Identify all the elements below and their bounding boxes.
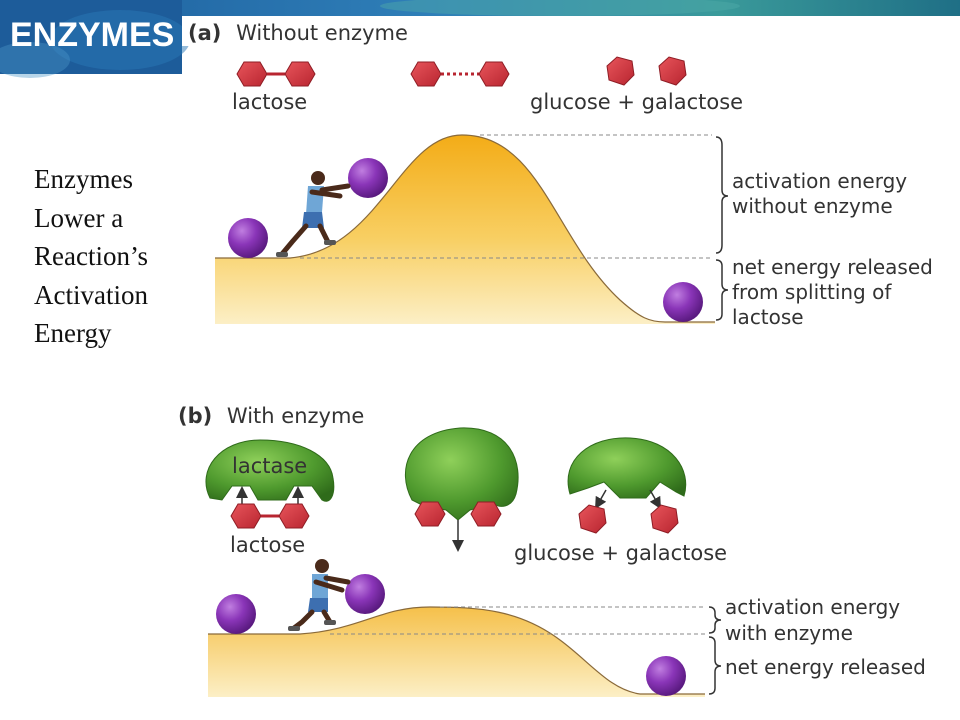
panel-b-heading: With enzyme <box>227 404 364 428</box>
net-energy-brace-b <box>708 636 722 695</box>
ball-icon <box>216 594 256 634</box>
hexagon-icon <box>278 503 310 529</box>
runner-icon <box>288 559 351 631</box>
enzyme-blob-icon <box>404 427 519 521</box>
panel-b-activation-label: activation energy with enzyme <box>725 595 906 645</box>
hexagon-icon <box>658 56 687 86</box>
net-energy-brace-a <box>715 259 729 321</box>
panel-a-activation-label: activation energy without enzyme <box>732 169 913 218</box>
side-title-line: Enzymes <box>34 164 133 194</box>
runner-icon <box>276 171 351 257</box>
panel-a-heading: Without enzyme <box>236 21 408 45</box>
svg-text:(b) With enzyme: (b) With enzyme <box>178 404 364 428</box>
panel-b-reactant-label: lactose <box>230 533 305 557</box>
panel-b-product-label: glucose + galactose <box>514 541 727 565</box>
hexagon-icon <box>284 61 316 87</box>
panel-b-net-energy-label: net energy released <box>725 655 926 679</box>
panel-a: (a) Without enzyme lactose glucose + gal… <box>182 16 939 329</box>
hexagon-icon <box>470 501 502 527</box>
panel-b-enzyme-label: lactase <box>232 454 307 478</box>
lactose-molecule <box>236 61 316 87</box>
side-title-line: Reaction’s <box>34 241 148 271</box>
hexagon-icon <box>410 61 442 87</box>
banner-title: ENZYMES <box>10 16 174 54</box>
energy-curve-a <box>215 135 715 324</box>
svg-text:(a) Without enzyme: (a) Without enzyme <box>188 21 408 45</box>
ball-icon <box>228 218 268 258</box>
ball-icon <box>345 574 385 614</box>
hexagon-icon <box>230 503 262 529</box>
enzyme-blob-icon <box>567 437 687 499</box>
side-title-line: Lower a <box>34 202 124 233</box>
energy-curve-b <box>208 607 705 697</box>
hexagon-icon <box>650 504 679 534</box>
side-title-line: Activation <box>34 279 148 310</box>
glucose-galactose-molecules <box>606 56 687 86</box>
banner-strip <box>0 0 960 16</box>
activation-brace-a <box>715 136 729 254</box>
hexagon-icon <box>478 61 510 87</box>
panel-b: (b) With enzyme lactase lactose <box>178 404 926 697</box>
hexagon-icon <box>578 504 607 534</box>
ball-icon <box>646 656 686 696</box>
hexagon-icon <box>236 61 268 87</box>
side-title-line: Energy <box>34 318 112 348</box>
enzyme-blob-icon <box>205 439 335 502</box>
side-title: Enzymes Lower a Reaction’s Activation En… <box>34 160 184 353</box>
ball-icon <box>348 158 388 198</box>
ball-icon <box>663 282 703 322</box>
panel-a-tag: (a) <box>188 21 221 45</box>
hexagon-icon <box>414 501 446 527</box>
hexagon-icon <box>606 56 635 86</box>
panel-b-tag: (b) <box>178 404 212 428</box>
panel-a-product-label: glucose + galactose <box>530 90 743 114</box>
activation-brace-b <box>708 606 722 634</box>
panel-a-reactant-label: lactose <box>232 90 307 114</box>
splitting-molecule <box>410 61 510 87</box>
panel-a-net-energy-label: net energy released from splitting of la… <box>732 255 939 329</box>
lactose-molecule-b <box>230 503 310 529</box>
